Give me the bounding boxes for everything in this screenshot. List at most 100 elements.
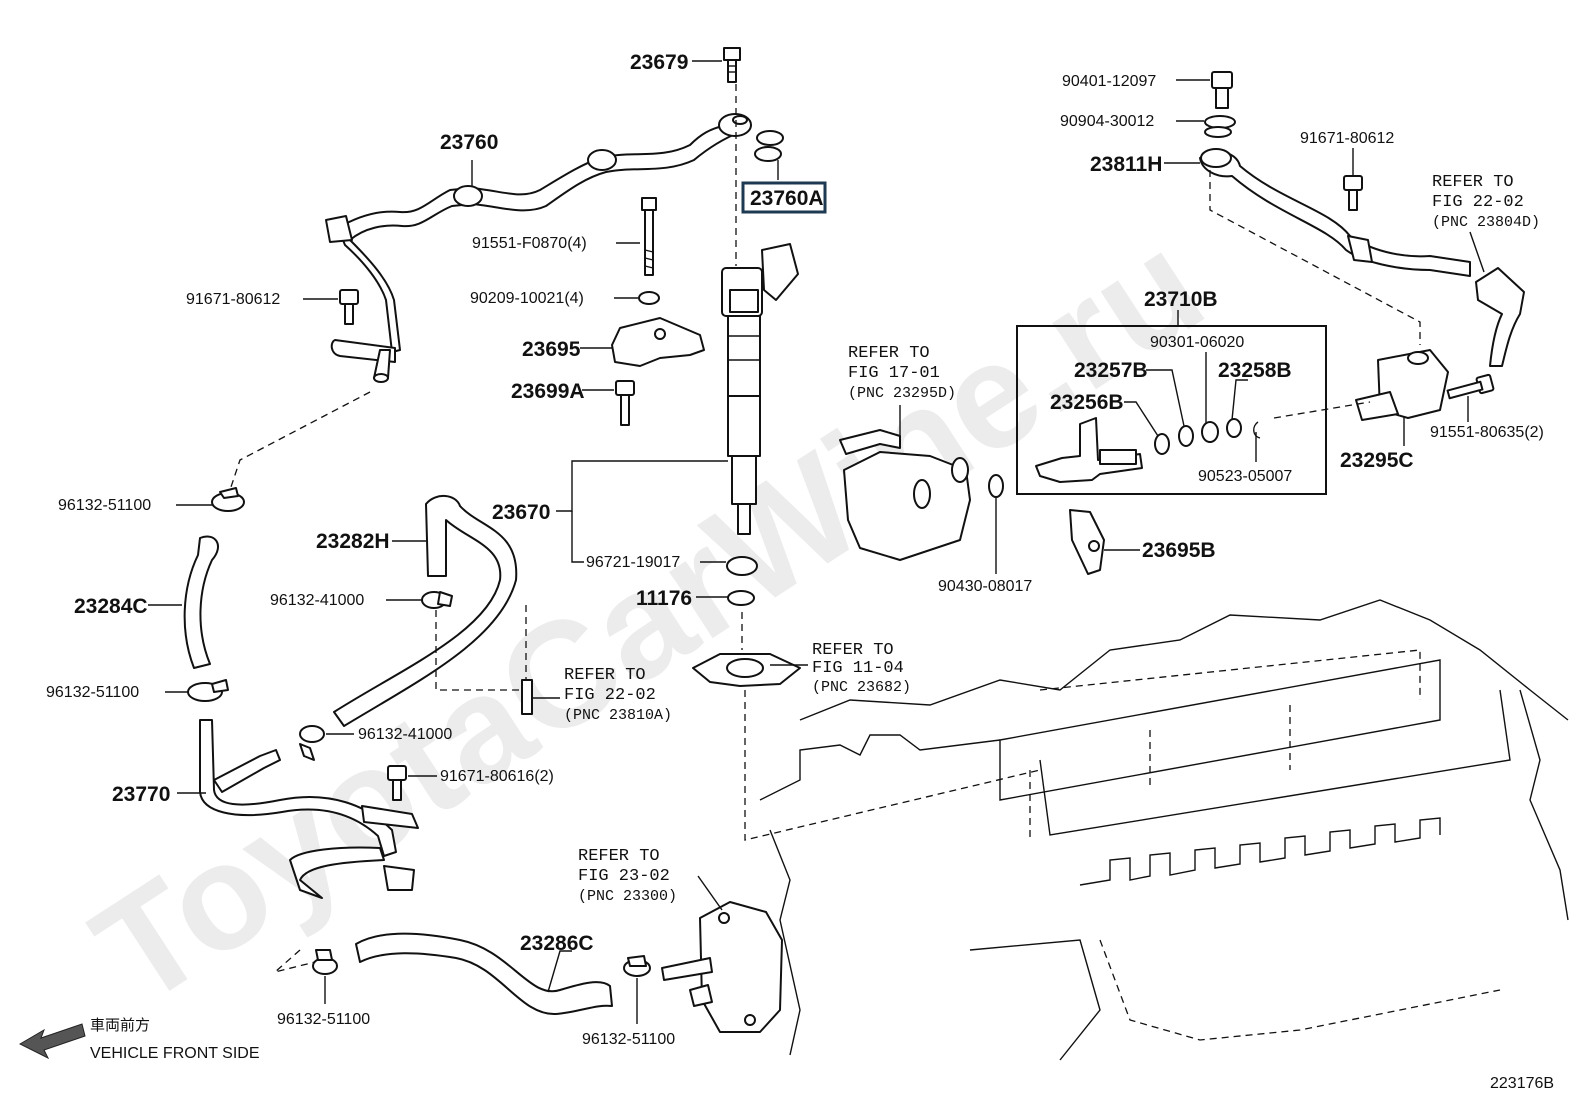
gasket-23760A (754, 130, 784, 162)
hose-23286C (355, 932, 613, 1016)
ref-fig22-02-top: REFER TO FIG 22-02 (PNC 23804D) (1432, 173, 1540, 231)
washer-extra (1226, 418, 1242, 438)
pressure-valve-23256B (1035, 417, 1143, 483)
label-23695: 23695 (522, 338, 581, 361)
washer-23258B (1201, 421, 1219, 443)
ref-fig11-04: REFER TO FIG 11-04 (PNC 23682) (812, 641, 911, 696)
housing-23295D (839, 429, 971, 561)
injector-23670 (721, 243, 799, 535)
svg-text:(PNC 23804D): (PNC 23804D) (1432, 214, 1540, 231)
label-90430-08017: 90430-08017 (938, 578, 1032, 595)
gasket-90430 (988, 474, 1004, 498)
engine-block (759, 599, 1569, 1061)
washer-90209 (638, 291, 660, 305)
ref-fig22-02-mid: REFER TO FIG 22-02 (PNC 23810A) (564, 666, 672, 724)
svg-text:(PNC 23295D): (PNC 23295D) (848, 385, 956, 402)
label-23670: 23670 (492, 501, 550, 524)
pipe-23811H (1199, 148, 1471, 277)
gasket-11176 (727, 590, 755, 606)
label-96132-51100-c: 96132-51100 (277, 1011, 370, 1028)
svg-text:FIG 22-02: FIG 22-02 (1432, 193, 1524, 212)
label-96132-41000-b: 96132-41000 (358, 726, 452, 743)
svg-text:(PNC 23682): (PNC 23682) (812, 679, 911, 696)
washer-90904-30012 (1204, 115, 1236, 138)
clamp-96132-41000-b (299, 725, 325, 761)
svg-text:FIG 23-02: FIG 23-02 (578, 867, 670, 886)
label-23286C: 23286C (520, 932, 594, 955)
label-23295C: 23295C (1340, 449, 1414, 472)
hose-23282H (333, 495, 518, 727)
bolt-91551-80635 (1446, 373, 1495, 400)
label-23695B: 23695B (1142, 539, 1216, 562)
svg-text:REFER TO: REFER TO (812, 641, 894, 660)
label-23257B: 23257B (1074, 359, 1148, 382)
label-23699A: 23699A (511, 380, 585, 403)
label-23679: 23679 (630, 51, 688, 74)
direction-jp: 車両前方 (90, 1016, 150, 1034)
bolt-91671-80616 (387, 765, 407, 801)
svg-text:FIG 17-01: FIG 17-01 (848, 364, 940, 383)
label-23760A-box (741, 181, 827, 214)
svg-text:REFER TO: REFER TO (1432, 173, 1514, 192)
label-90401-12097: 90401-12097 (1062, 73, 1156, 90)
clamp-23695B (1069, 509, 1105, 575)
svg-text:REFER TO: REFER TO (578, 847, 660, 866)
label-96132-51100-d: 96132-51100 (582, 1031, 675, 1048)
svg-text:REFER TO: REFER TO (564, 666, 646, 685)
label-90904-30012: 90904-30012 (1060, 113, 1154, 130)
svg-text:(PNC 23300): (PNC 23300) (578, 888, 677, 905)
clamp-96132-41000-a (421, 591, 453, 609)
direction-en: VEHICLE FRONT SIDE (90, 1045, 260, 1062)
hose-23284C (183, 535, 219, 669)
bolt-90401-12097 (1211, 71, 1233, 109)
label-91671-80612-left: 91671-80612 (186, 291, 280, 308)
label-96132-51100-b: 96132-51100 (46, 684, 139, 701)
svg-text:FIG 11-04: FIG 11-04 (812, 659, 904, 678)
label-23770: 23770 (112, 783, 170, 806)
bolt-91671-80612-right (1343, 175, 1363, 211)
o-ring-96721 (726, 556, 758, 576)
label-90301-06020: 90301-06020 (1150, 334, 1244, 351)
clamp-96132-51100-a (211, 487, 245, 512)
clamp-96132-51100-b (187, 679, 229, 702)
valve-23295C (1355, 349, 1449, 421)
label-23282H: 23282H (316, 530, 390, 553)
dashed-leaders (229, 84, 1421, 973)
ref-fig17-01: REFER TO FIG 17-01 (PNC 23295D) (848, 344, 956, 402)
svg-text:REFER TO: REFER TO (848, 344, 930, 363)
label-90209-10021: 90209-10021(4) (470, 290, 584, 307)
vacuum-pump-23300 (661, 901, 783, 1033)
label-23258B: 23258B (1218, 359, 1292, 382)
label-23760: 23760 (440, 131, 498, 154)
pipe-23770 (199, 719, 419, 899)
label-23760A: 23760A (750, 187, 824, 210)
o-ring-90301 (1178, 425, 1194, 447)
label-91551-F0870: 91551-F0870(4) (472, 235, 587, 252)
label-96132-51100-a: 96132-51100 (58, 497, 151, 514)
pipe-23804D (1475, 267, 1525, 367)
label-23284C: 23284C (74, 595, 148, 618)
label-90523-05007: 90523-05007 (1198, 468, 1292, 485)
label-11176: 11176 (636, 587, 692, 610)
label-23256B: 23256B (1050, 391, 1124, 414)
fuel-rail-23760 (325, 113, 752, 383)
clamp-96132-51100-c (312, 949, 338, 975)
figure-id: 223176B (1490, 1075, 1554, 1092)
clamp-23695 (611, 317, 705, 367)
svg-text:(PNC 23810A): (PNC 23810A) (564, 707, 672, 724)
label-96721-19017: 96721-19017 (586, 554, 680, 571)
bolt-23679 (723, 47, 741, 83)
svg-text:FIG 22-02: FIG 22-02 (564, 686, 656, 705)
bolt-91671-80612-left (339, 289, 359, 325)
direction-arrow (18, 1023, 86, 1060)
label-91671-80612-right: 91671-80612 (1300, 130, 1394, 147)
label-96132-41000-a: 96132-41000 (270, 592, 364, 609)
washer-23257B (1154, 433, 1170, 455)
clamp-96132-51100-d (623, 955, 651, 977)
kit-box-23710B (1016, 325, 1327, 495)
bolt-91551-F0870 (641, 197, 657, 276)
label-91551-80635: 91551-80635(2) (1430, 424, 1544, 441)
bolt-23699A (615, 380, 635, 426)
label-23710B: 23710B (1144, 288, 1218, 311)
